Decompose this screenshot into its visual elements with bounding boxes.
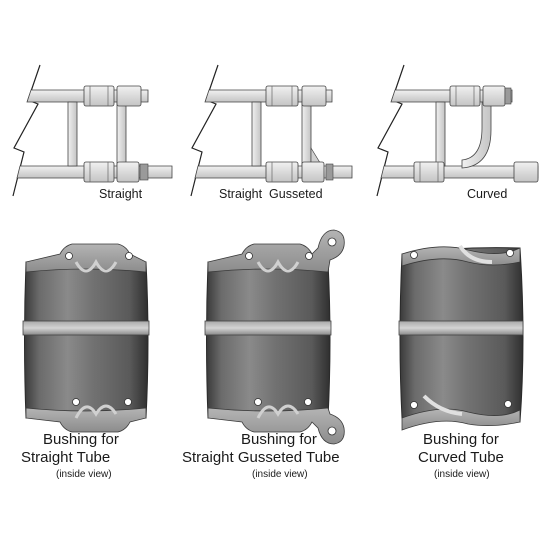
straight-gusseted-bushing-note: (inside view): [252, 469, 308, 480]
straight-bushing-title: Bushing for: [43, 431, 119, 448]
straight-gusseted-frame-diagram: Straight Gusseted: [190, 64, 353, 201]
straight-gusseted-diagram-label: Straight Gusseted: [219, 187, 323, 201]
curved-diagram-label: Curved: [467, 187, 507, 201]
straight-bushing-subtitle: Straight Tube: [21, 449, 110, 466]
curved-tube-bushing: Bushing for Curved Tube (inside view): [398, 244, 524, 480]
curved-bushing-subtitle: Curved Tube: [418, 449, 504, 466]
straight-gusseted-bushing-title: Bushing for: [241, 431, 317, 448]
straight-gusseted-bushing-subtitle: Straight Gusseted Tube: [182, 449, 340, 466]
straight-diagram-label: Straight: [99, 187, 143, 201]
straight-tube-bushing: Bushing for Straight Tube (inside view): [21, 243, 150, 480]
curved-bushing-title: Bushing for: [423, 431, 499, 448]
curved-bushing-note: (inside view): [434, 469, 490, 480]
straight-bushing-note: (inside view): [56, 469, 112, 480]
curved-frame-diagram: Curved: [376, 64, 539, 201]
straight-gusseted-tube-bushing: Bushing for Straight Gusseted Tube (insi…: [182, 229, 345, 480]
straight-frame-diagram: Straight: [12, 64, 173, 201]
